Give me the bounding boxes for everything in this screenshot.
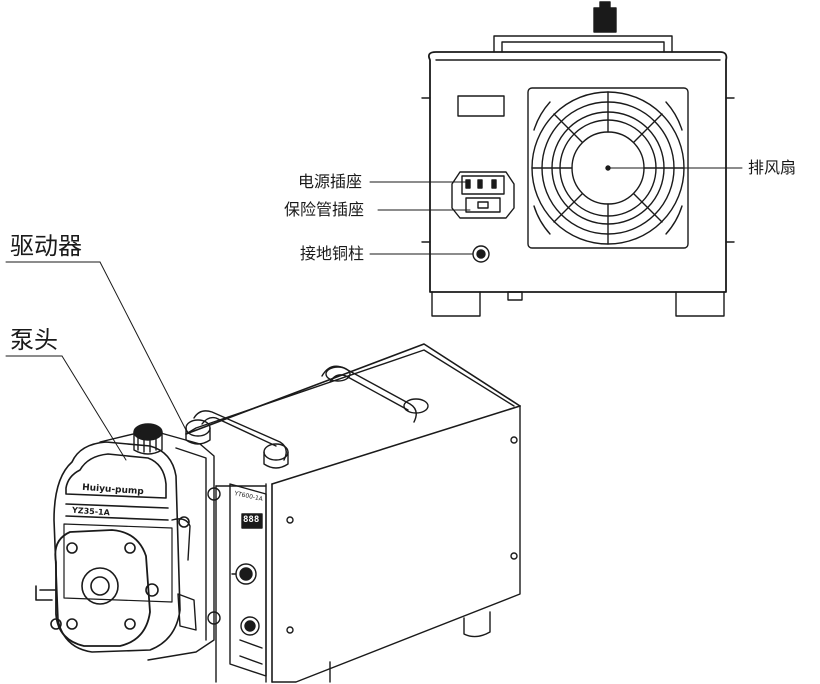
pump-top-knob — [133, 423, 163, 455]
control-panel — [229, 483, 267, 677]
front-leaders — [5, 261, 187, 461]
top-handle — [185, 365, 429, 469]
exhaust-fan — [527, 87, 689, 249]
rear-leaders — [369, 167, 743, 255]
power-socket-module — [451, 171, 515, 219]
rear-feet — [431, 291, 725, 317]
fuse-socket-label: 保险管插座 — [284, 200, 365, 219]
digital-display — [241, 513, 263, 529]
driver-label: 驱动器 — [10, 232, 82, 260]
ground-post — [472, 245, 490, 263]
rear-housing — [421, 51, 735, 293]
front-view — [5, 261, 521, 683]
ground-post-label: 接地铜柱 — [300, 244, 365, 263]
display-readout: 888 — [243, 515, 260, 525]
rear-view — [369, 1, 743, 317]
exhaust-fan-label: 排风扇 — [748, 158, 797, 177]
drive-plate — [99, 429, 221, 661]
label-window — [457, 95, 505, 117]
rear-handle — [493, 35, 673, 53]
pump-head — [35, 441, 190, 653]
power-socket-label: 电源插座 — [298, 172, 363, 191]
direction-switch — [240, 616, 260, 636]
top-knob — [593, 1, 617, 33]
pump-head-label: 泵头 — [10, 326, 58, 354]
pump-housing — [185, 343, 521, 683]
